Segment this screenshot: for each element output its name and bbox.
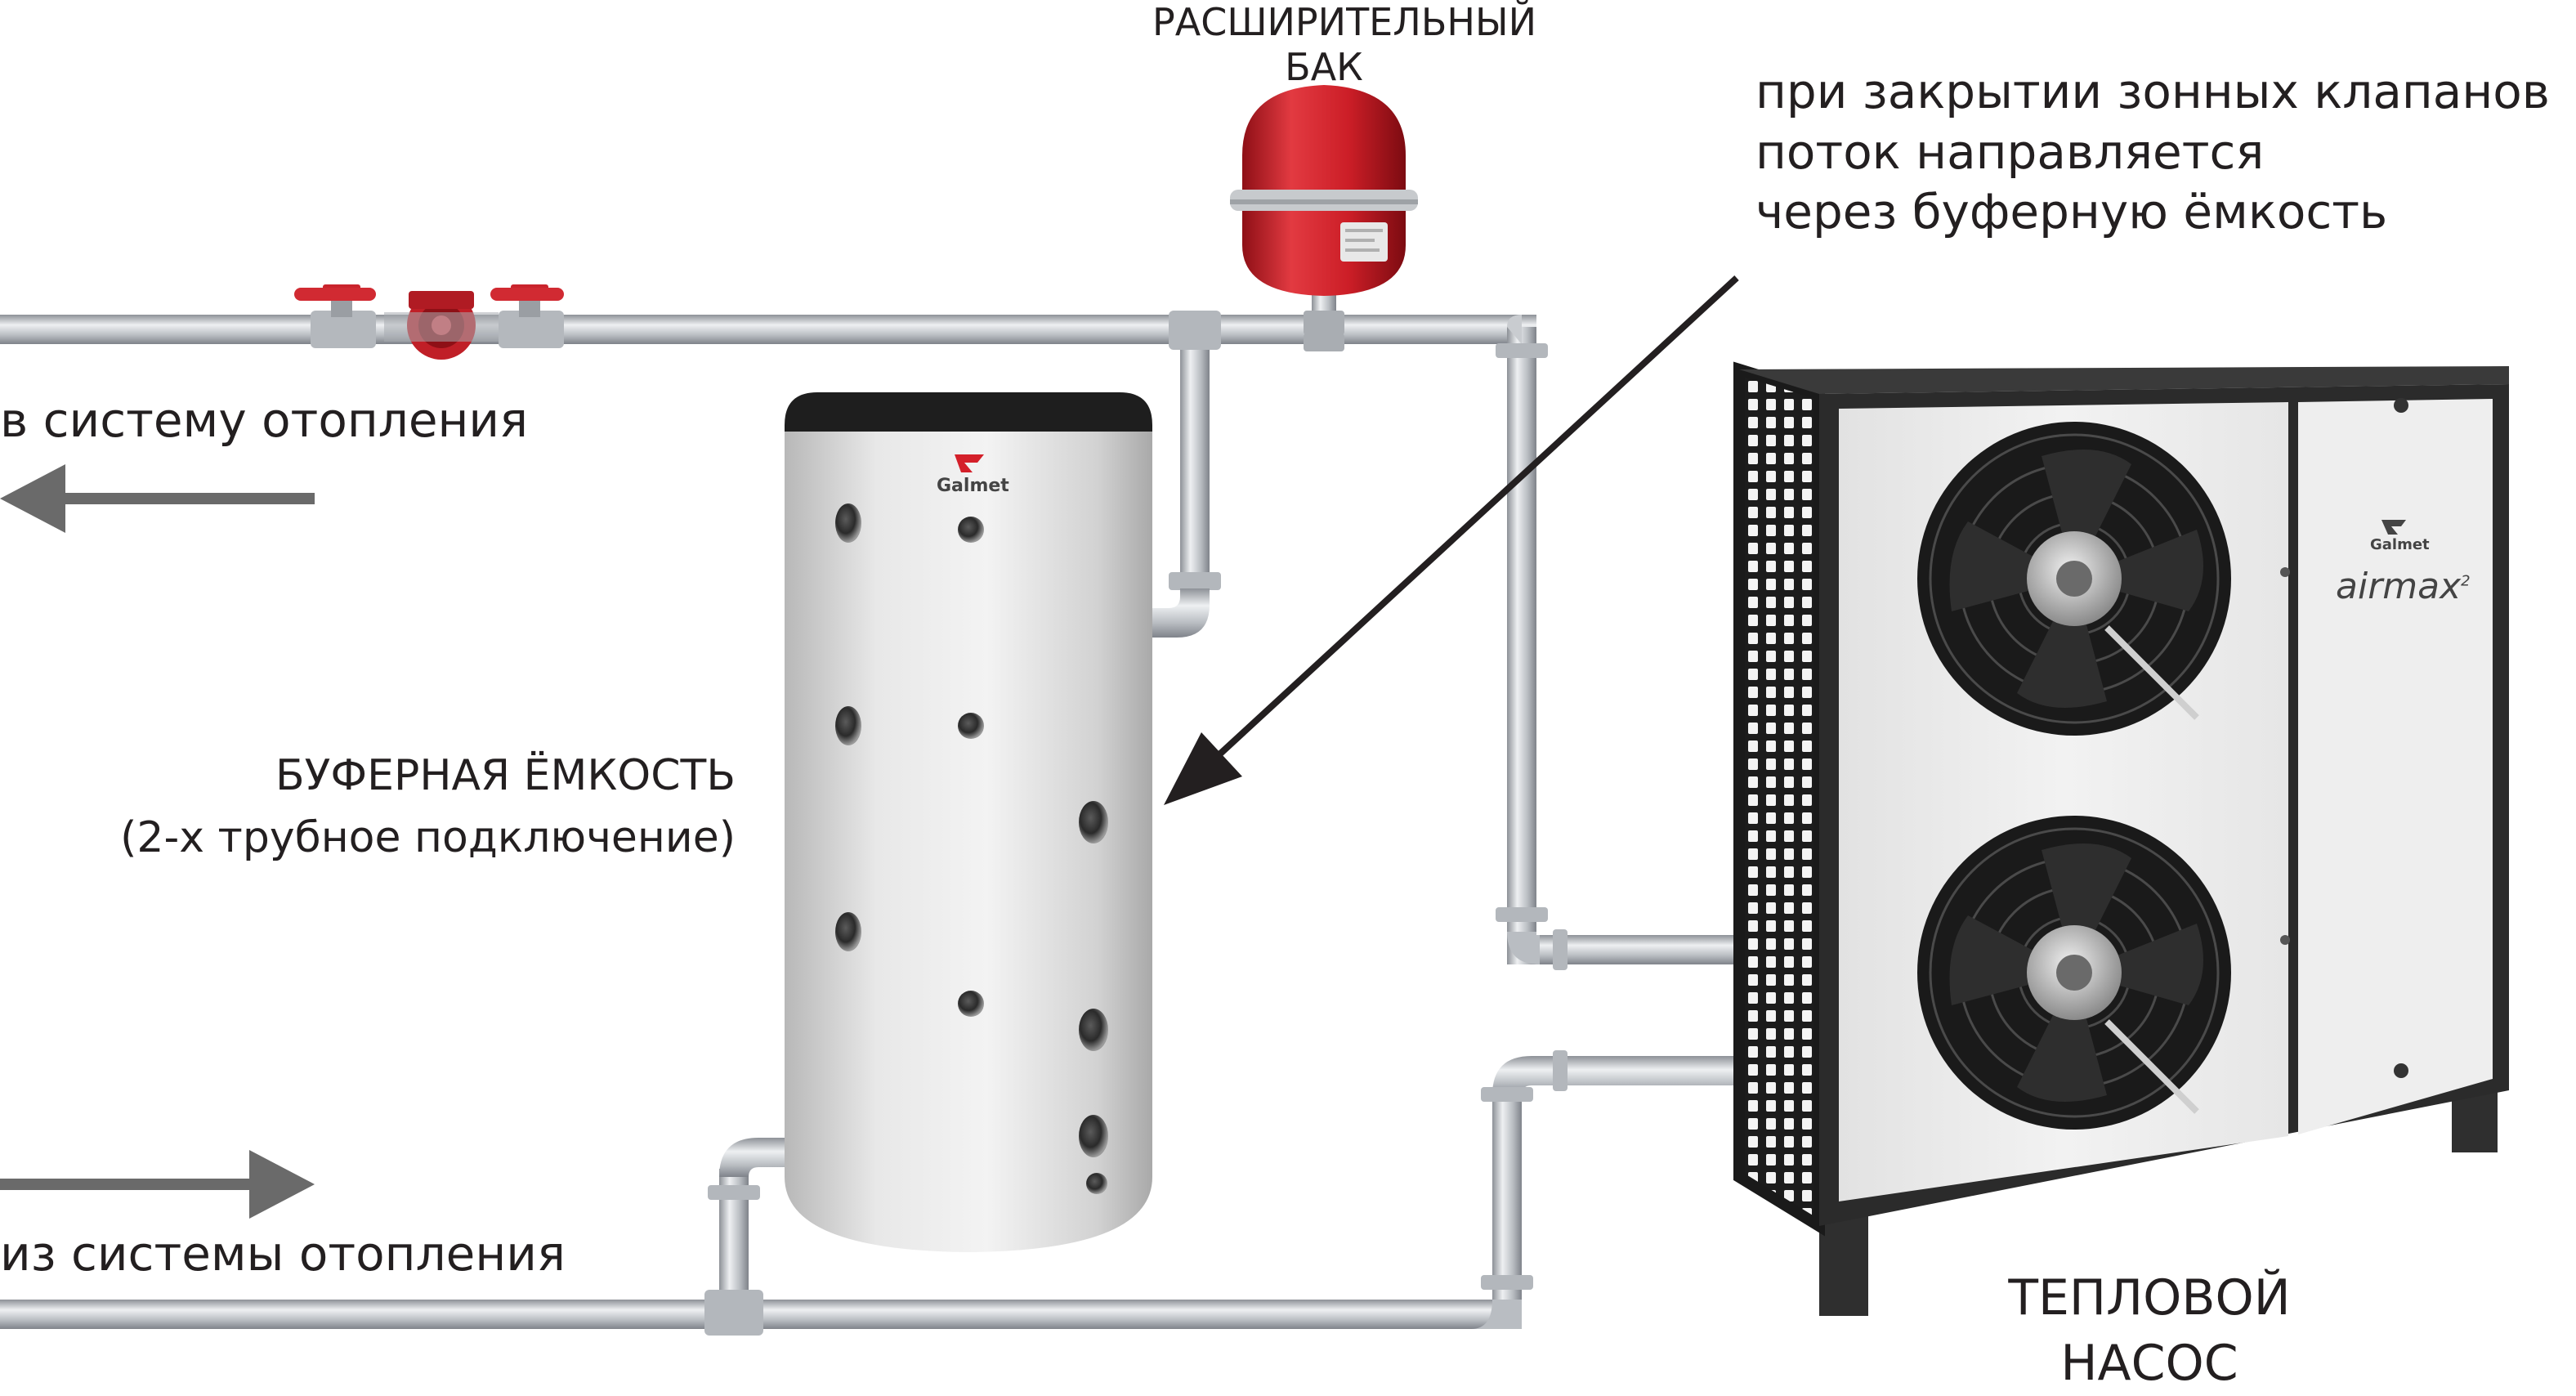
zone-valves-note: при закрытии зонных клапанов поток напра…: [1755, 64, 2550, 241]
heat-pump-label: ТЕПЛОВОЙ НАСОС: [1921, 1268, 2378, 1393]
expansion-tank-label-line1: РАСШИРИТЕЛЬНЫЙ: [1152, 0, 1536, 44]
fan-icon: [1917, 816, 2231, 1130]
expansion-tank-label-line2: БАК: [1285, 45, 1363, 90]
note-pointer-arrow: [1164, 275, 1739, 805]
buffer-tank: [785, 392, 1152, 1252]
ball-valve-icon: [294, 284, 376, 348]
zone-valves-note-line1: при закрытии зонных клапанов: [1755, 64, 2550, 119]
ball-valve-icon: [490, 284, 564, 348]
heat-pump-model-logo: airmax2: [2336, 566, 2471, 607]
buffer-tank-label: БУФЕРНАЯ ЁМКОСТЬ (2-х трубное подключени…: [82, 750, 736, 864]
heat-pump-label-line1: ТЕПЛОВОЙ: [2008, 1269, 2291, 1327]
from-heating-label: из системы отопления: [0, 1226, 566, 1282]
galmet-logo-mark: [955, 454, 984, 472]
heat-pump-model-sup: 2: [2461, 572, 2471, 590]
buffer-tank-label-line1: БУФЕРНАЯ ЁМКОСТЬ: [275, 751, 736, 800]
arrow-right-icon: [0, 1150, 315, 1219]
supply-pipe: [0, 315, 1741, 970]
zone-valves-note-line2: поток направляется: [1755, 123, 2265, 180]
galmet-logo-mark: [2381, 520, 2406, 535]
heat-pump-model-name: airmax: [2336, 566, 2462, 607]
tank-ports: [835, 503, 1108, 1194]
heat-pump-label-line2: НАСОС: [2060, 1335, 2238, 1392]
zone-valves-note-line3: через буферную ёмкость: [1755, 184, 2388, 240]
heat-pump-unit: [1733, 361, 2509, 1316]
heat-pump-brand-logo: Galmet: [2370, 536, 2430, 553]
expansion-tank: [1230, 85, 1418, 351]
circulation-pump-icon: [384, 291, 499, 360]
fan-icon: [1917, 422, 2231, 736]
expansion-tank-label: РАСШИРИТЕЛЬНЫЙ БАК: [1152, 0, 1536, 90]
arrow-left-icon: [0, 464, 315, 533]
to-heating-label: в систему отопления: [0, 392, 529, 448]
buffer-tank-label-line2: (2-х трубное подключение): [120, 813, 736, 863]
tank-brand-logo: Galmet: [937, 476, 1009, 496]
